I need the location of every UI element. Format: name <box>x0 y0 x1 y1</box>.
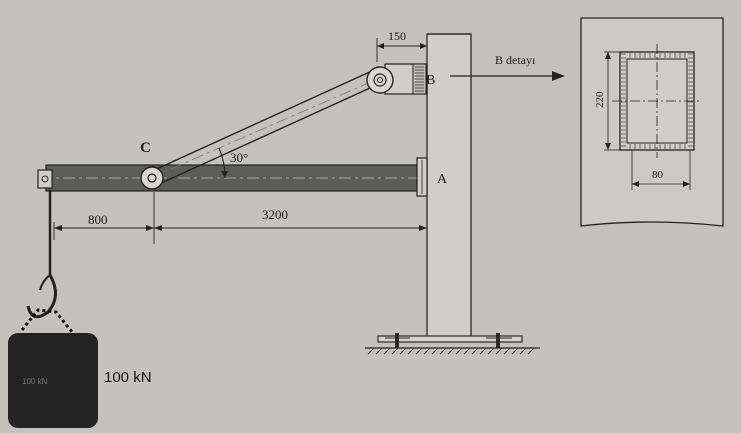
support-a-plate <box>416 157 428 197</box>
point-a-label: A <box>437 172 448 187</box>
hook-and-cable <box>20 190 74 333</box>
dimension-150-label: 150 <box>388 29 406 43</box>
point-c-label: C <box>140 140 151 156</box>
angle-arrowhead <box>221 171 228 178</box>
dimension-150 <box>376 38 427 62</box>
vertical-column <box>426 33 472 339</box>
inclined-rod <box>149 69 382 186</box>
detail-width-label: 80 <box>652 169 664 181</box>
angle-label: 30° <box>230 150 248 165</box>
dimension-800-label: 800 <box>88 212 108 227</box>
ground-support <box>365 333 540 355</box>
detail-b-panel <box>580 17 724 227</box>
pin-c <box>140 166 164 190</box>
pin-b-bracket <box>366 63 428 95</box>
horizontal-beam <box>37 164 430 192</box>
detail-title: B detayı <box>495 53 536 67</box>
load-block-text: 100 kN <box>22 377 48 386</box>
load-label: 100 kN <box>104 369 152 386</box>
detail-arrow <box>450 71 565 81</box>
load-block <box>8 333 98 428</box>
dimension-3200-label: 3200 <box>262 207 288 222</box>
point-b-label: B <box>426 73 435 88</box>
dimension-800-3200 <box>53 192 428 244</box>
detail-height-label: 220 <box>594 91 606 108</box>
